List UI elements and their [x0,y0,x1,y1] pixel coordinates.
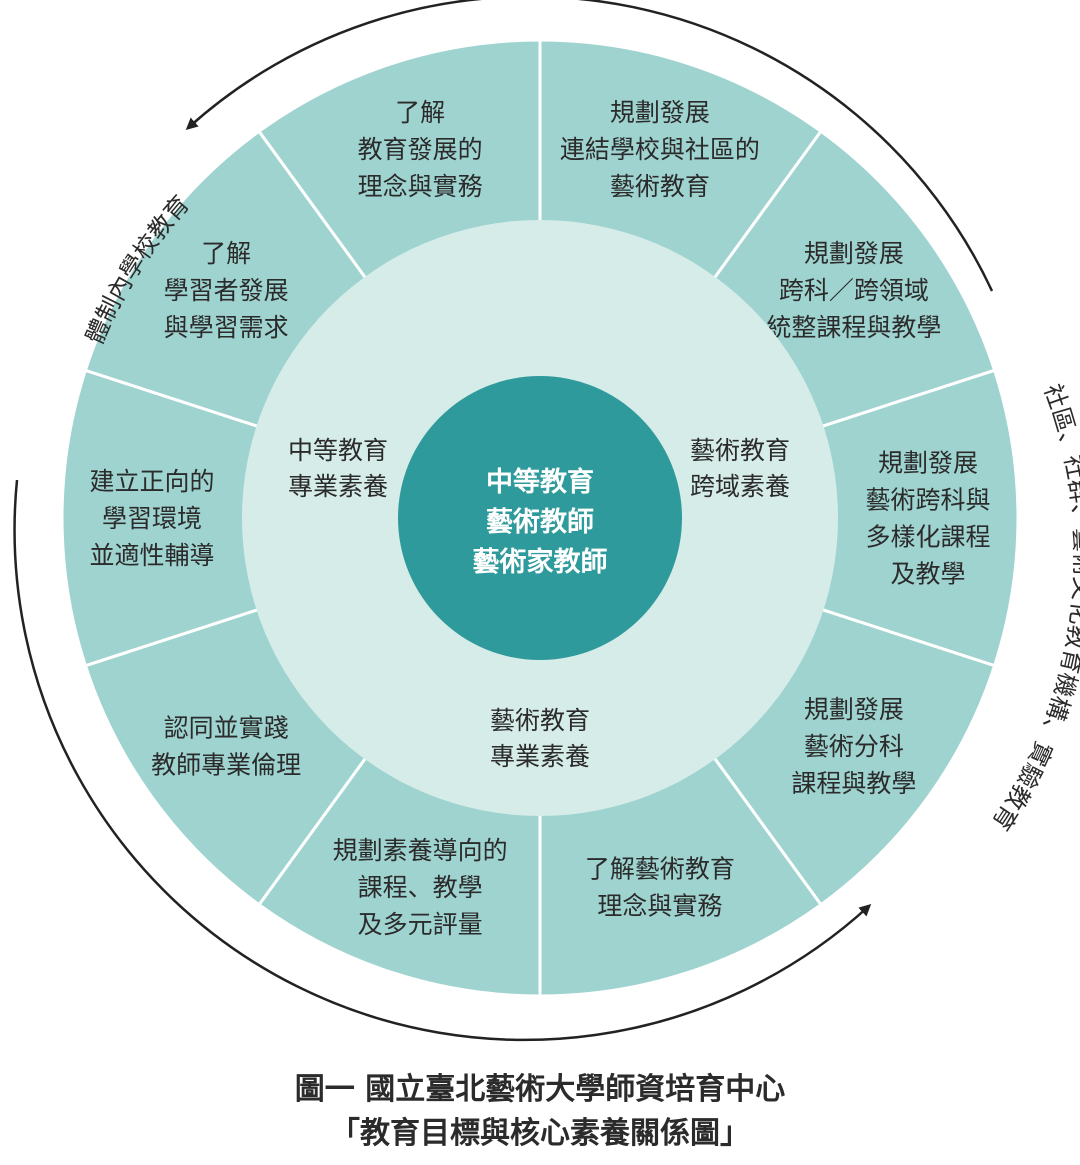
core-literacy-1-line: 專業素養 [288,472,388,501]
segment-1-label: 規劃發展連結學校與社區的藝術教育 [560,98,760,201]
core-literacy-3: 藝術教育專業素養 [490,706,590,771]
segment-3-label-line: 規劃發展 [878,449,978,478]
center-label-text-line: 中等教育 [486,466,594,498]
center-label-text-line: 藝術家教師 [473,546,608,578]
segment-7-label-line: 認同並實踐 [164,714,289,743]
core-literacy-2-line: 跨域素養 [690,472,790,501]
segment-9-label-line: 與學習需求 [164,313,289,342]
segment-1-label-line: 規劃發展 [610,98,710,127]
top-arrow-arc [185,0,994,292]
caption-line-2: 「教育目標與核心素養關係圖」 [330,1116,750,1151]
segment-3-label: 規劃發展藝術跨科與多樣化課程及教學 [865,449,990,589]
center-label: 中等教育藝術教師藝術家教師 [473,466,608,578]
segment-9-label: 了解學習者發展與學習需求 [164,239,289,342]
segment-2-label-line: 統整課程與教學 [766,313,941,342]
segment-10-label: 了解教育發展的理念與實務 [358,98,483,201]
segment-5-label-line: 理念與實務 [597,892,722,921]
segment-2-label: 規劃發展跨科／跨領域統整課程與教學 [766,239,941,342]
segment-7-label: 認同並實踐教師專業倫理 [151,714,301,780]
segment-5-label-line: 了解藝術教育 [585,855,735,884]
segment-7-label-line: 教師專業倫理 [151,751,301,780]
core-literacy-3-line: 專業素養 [490,742,590,771]
segment-2-label-line: 規劃發展 [804,239,904,268]
segment-9-label-line: 了解 [201,239,251,268]
figure-caption: 圖一 國立臺北藝術大學師資培育中心 「教育目標與核心素養關係圖」 [0,1068,1080,1156]
segment-1-label-line: 藝術教育 [610,172,710,201]
segment-4-label-line: 規劃發展 [804,695,904,724]
segment-8-label: 建立正向的學習環境並適性輔導 [89,467,214,570]
segment-2-label-line: 跨科／跨領域 [779,276,929,305]
core-literacy-2: 藝術教育跨域素養 [690,436,790,501]
core-literacy-3-line: 藝術教育 [490,706,590,735]
segment-9-label-line: 學習者發展 [164,276,289,305]
segment-3-label-line: 多樣化課程 [865,523,990,552]
center-circle [398,376,682,660]
relationship-diagram: 規劃發展連結學校與社區的藝術教育規劃發展跨科／跨領域統整課程與教學規劃發展藝術跨… [13,0,1080,1042]
segment-6-label-line: 規劃素養導向的 [333,836,508,865]
center-label-text-line: 藝術教師 [486,507,594,538]
segment-10-label-line: 教育發展的 [358,135,483,164]
core-literacy-1: 中等教育專業素養 [288,436,388,501]
segment-4-label-line: 課程與教學 [791,769,916,798]
caption-line-1: 圖一 國立臺北藝術大學師資培育中心 [294,1072,786,1107]
segment-10-label-line: 了解 [395,98,445,127]
segment-3-label-line: 及教學 [890,560,965,589]
segment-8-label-line: 建立正向的 [89,467,214,496]
segment-6-label-line: 及多元評量 [358,910,483,939]
segment-4-label: 規劃發展藝術分科課程與教學 [791,695,916,798]
bottom-arrow-arc [13,479,872,1042]
segment-6-label-line: 課程、教學 [358,873,483,902]
segment-8-label-line: 並適性輔導 [89,541,214,570]
segment-3-label-line: 藝術跨科與 [865,486,990,515]
segment-5-label: 了解藝術教育理念與實務 [585,855,735,921]
segment-6-label: 規劃素養導向的課程、教學及多元評量 [333,836,508,939]
segment-10-label-line: 理念與實務 [358,172,483,201]
segment-4-label-line: 藝術分科 [804,732,904,761]
segment-1-label-line: 連結學校與社區的 [560,135,760,164]
core-literacy-2-line: 藝術教育 [690,436,790,465]
center-label-text: 中等教育藝術教師藝術家教師 [473,466,608,578]
segment-8-label-line: 學習環境 [102,504,202,533]
core-literacy-1-line: 中等教育 [288,436,388,465]
